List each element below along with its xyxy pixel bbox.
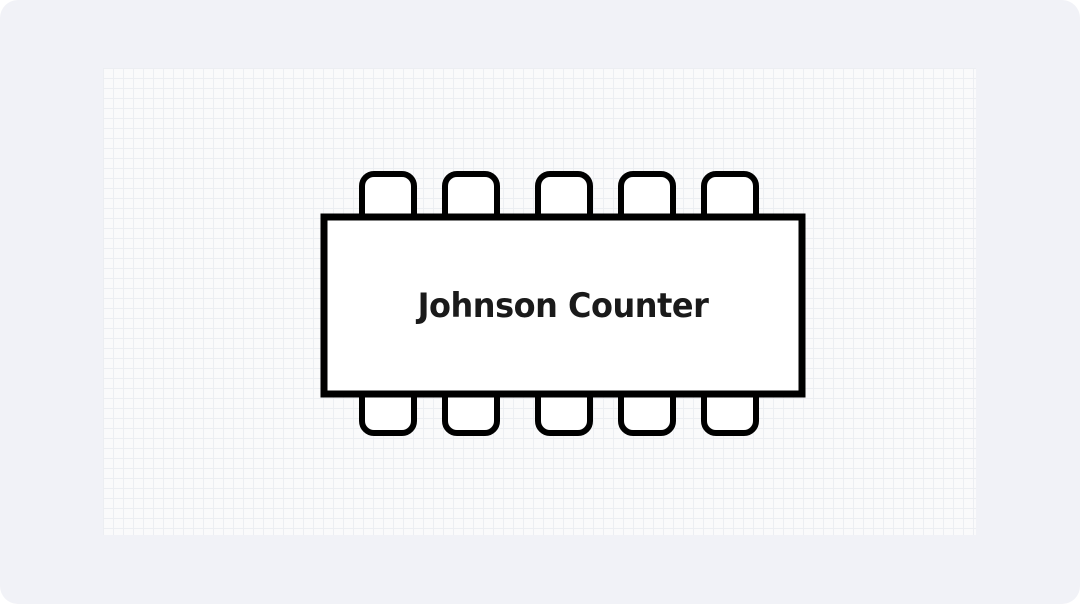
chip-body[interactable] <box>320 213 806 398</box>
chip-label: Johnson Counter <box>417 285 709 326</box>
